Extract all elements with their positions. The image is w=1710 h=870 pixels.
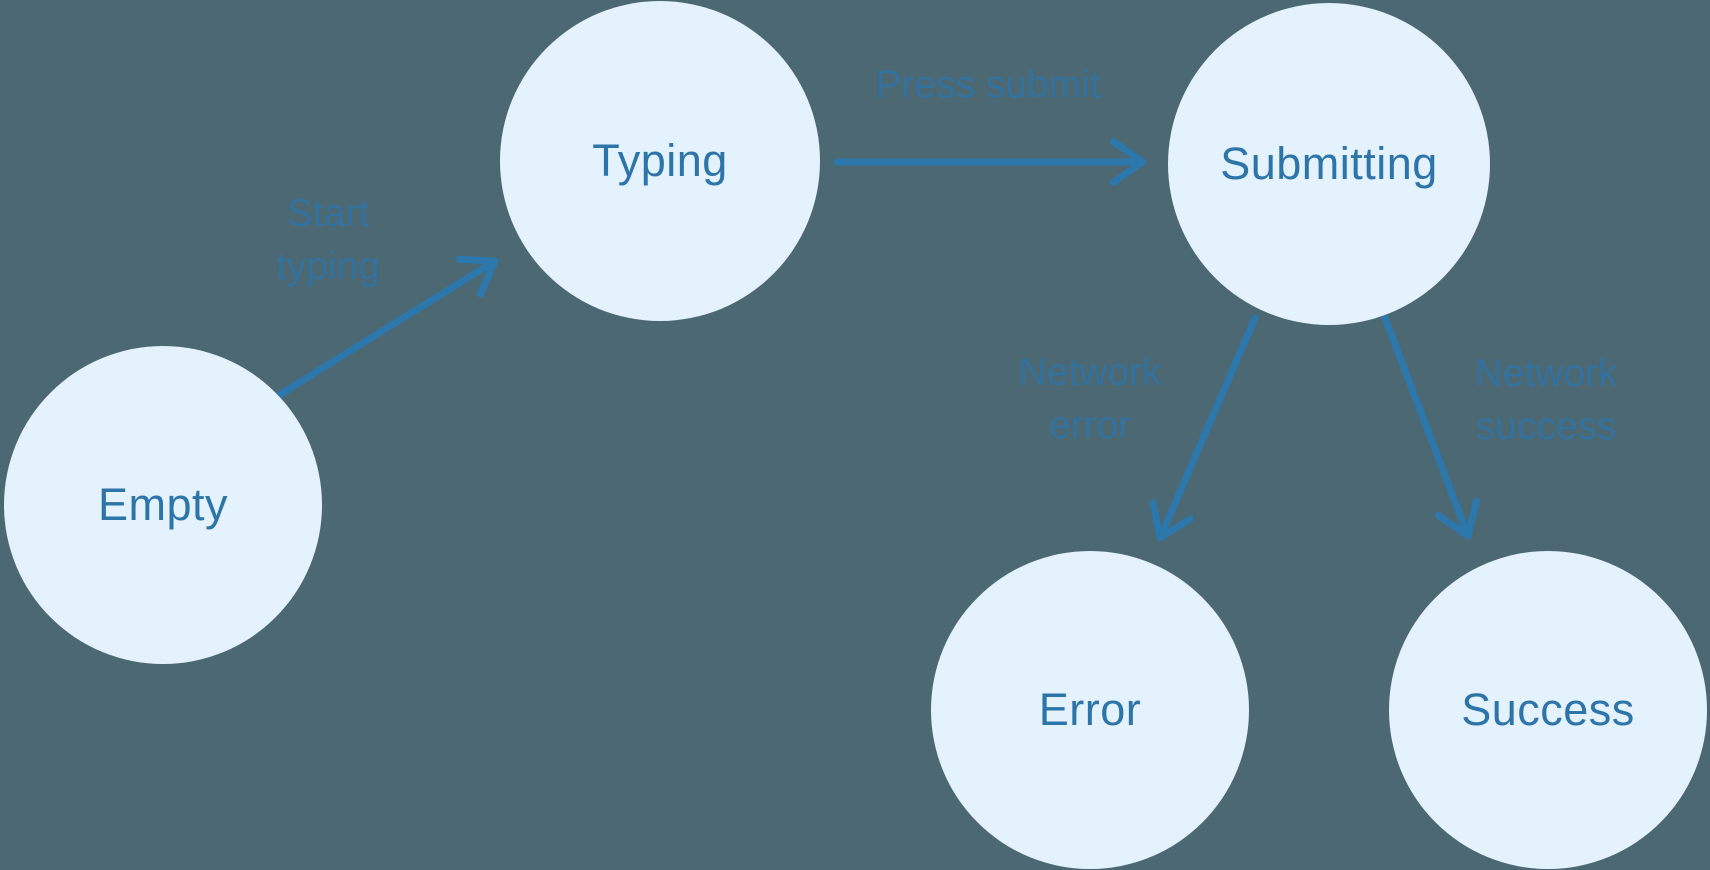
transition-arrow-press-submit bbox=[833, 138, 1147, 186]
transition-label-line: Start bbox=[286, 192, 370, 235]
state-node-submitting: Submitting bbox=[1168, 3, 1490, 325]
state-label-empty: Empty bbox=[97, 479, 229, 530]
transition-arrow-network-success bbox=[1381, 314, 1480, 540]
transition-label-press-submit: Press submit bbox=[875, 59, 1100, 112]
state-label-error: Error bbox=[1038, 684, 1142, 735]
state-label-typing: Typing bbox=[592, 135, 728, 186]
state-node-error: Error bbox=[931, 551, 1249, 869]
transition-label-line: typing bbox=[275, 245, 381, 288]
state-node-typing: Typing bbox=[500, 1, 820, 321]
transition-label-line: error bbox=[1048, 404, 1132, 447]
transition-label-line: Network bbox=[1018, 351, 1162, 394]
state-label-success: Success bbox=[1461, 684, 1635, 735]
transition-label-line: Network bbox=[1474, 352, 1618, 395]
state-node-empty: Empty bbox=[4, 346, 322, 664]
transition-label-line: Press submit bbox=[875, 63, 1101, 107]
transition-label-line: success bbox=[1475, 405, 1617, 448]
transition-label-network-error: Network error bbox=[1018, 346, 1161, 452]
state-label-submitting: Submitting bbox=[1220, 138, 1438, 189]
transition-arrow-network-error bbox=[1149, 314, 1259, 542]
transition-label-start-typing: Start typing bbox=[276, 187, 380, 293]
transition-label-network-success: Network success bbox=[1474, 347, 1617, 453]
state-node-success: Success bbox=[1389, 551, 1707, 869]
